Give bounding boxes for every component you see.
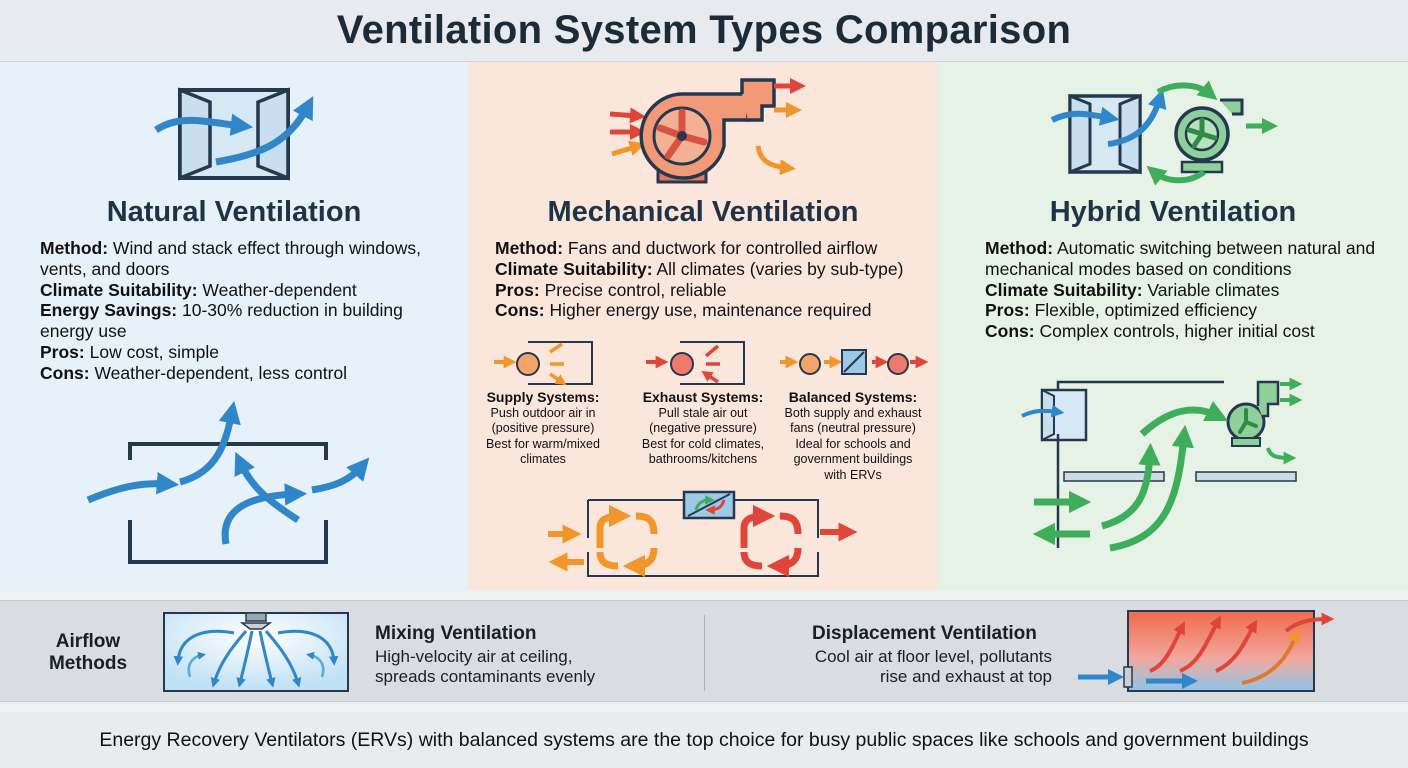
hybrid-airflow-diagram (1021, 377, 1303, 552)
page-title: Ventilation System Types Comparison (336, 8, 1072, 52)
hybrid-info: Method: Automatic switching between natu… (985, 238, 1376, 342)
natural-ventilation-panel: Natural Ventilation Method: Wind and sta… (0, 62, 468, 590)
mixing-ventilation-title: Mixing Ventilation (375, 623, 537, 644)
mechanical-heading: Mechanical Ventilation (547, 196, 859, 228)
window-icon (154, 87, 314, 181)
fan-blower-icon (609, 77, 807, 184)
natural-info: Method: Wind and stack effect through wi… (40, 238, 421, 383)
hybrid-icon (1050, 80, 1279, 186)
footer-text: Energy Recovery Ventilators (ERVs) with … (99, 728, 1309, 751)
balanced-system-icon (780, 349, 929, 375)
supply-system-icon (494, 341, 593, 388)
displacement-ventilation-desc: Cool air at floor level, pollutants rise… (814, 647, 1052, 686)
exhaust-system-icon (646, 341, 745, 385)
airflow-methods-panel: Airflow Methods Mixing Ventilation High-… (0, 600, 1408, 702)
displacement-ventilation-title: Displacement Ventilation (812, 623, 1037, 644)
erv-loop-diagram (548, 490, 858, 578)
mechanical-info: Method: Fans and ductwork for controlled… (495, 238, 904, 321)
title-bar: Ventilation System Types Comparison (0, 0, 1408, 62)
supply-systems-card: Supply Systems: Push outdoor air in (pos… (486, 389, 600, 466)
exhaust-systems-card: Exhaust Systems: Pull stale air out (neg… (641, 389, 765, 466)
hybrid-ventilation-panel: Hybrid Ventilation Method: Automatic swi… (938, 62, 1408, 590)
displacement-diagram (1078, 610, 1335, 692)
diffuser-icon (163, 612, 349, 692)
natural-heading: Natural Ventilation (106, 196, 362, 228)
airflow-methods-label: Airflow Methods (48, 631, 128, 674)
hybrid-heading: Hybrid Ventilation (1049, 196, 1297, 228)
balanced-systems-card: Balanced Systems: Both supply and exhaus… (784, 389, 922, 482)
airflow-divider (704, 615, 705, 691)
natural-airflow-diagram (86, 401, 370, 564)
footer-note: Energy Recovery Ventilators (ERVs) with … (0, 712, 1408, 768)
mechanical-ventilation-panel: Mechanical Ventilation Method: Fans and … (468, 62, 938, 590)
mixing-ventilation-desc: High-velocity air at ceiling, spreads co… (375, 647, 596, 686)
